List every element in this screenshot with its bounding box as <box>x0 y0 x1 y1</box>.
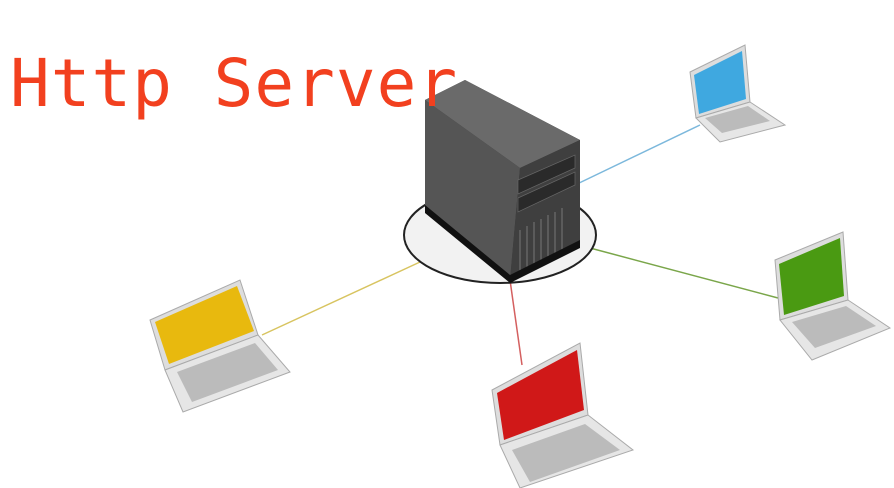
diagram-title: Http Server <box>10 45 459 122</box>
link-yellow <box>261 261 421 336</box>
link-blue <box>574 124 701 186</box>
laptop-yellow <box>149 279 291 413</box>
laptop-green <box>774 231 892 361</box>
server-icon <box>425 80 580 283</box>
laptop-red <box>491 342 635 488</box>
laptop-blue <box>689 44 787 143</box>
link-green <box>589 247 779 299</box>
link-red <box>509 279 523 366</box>
